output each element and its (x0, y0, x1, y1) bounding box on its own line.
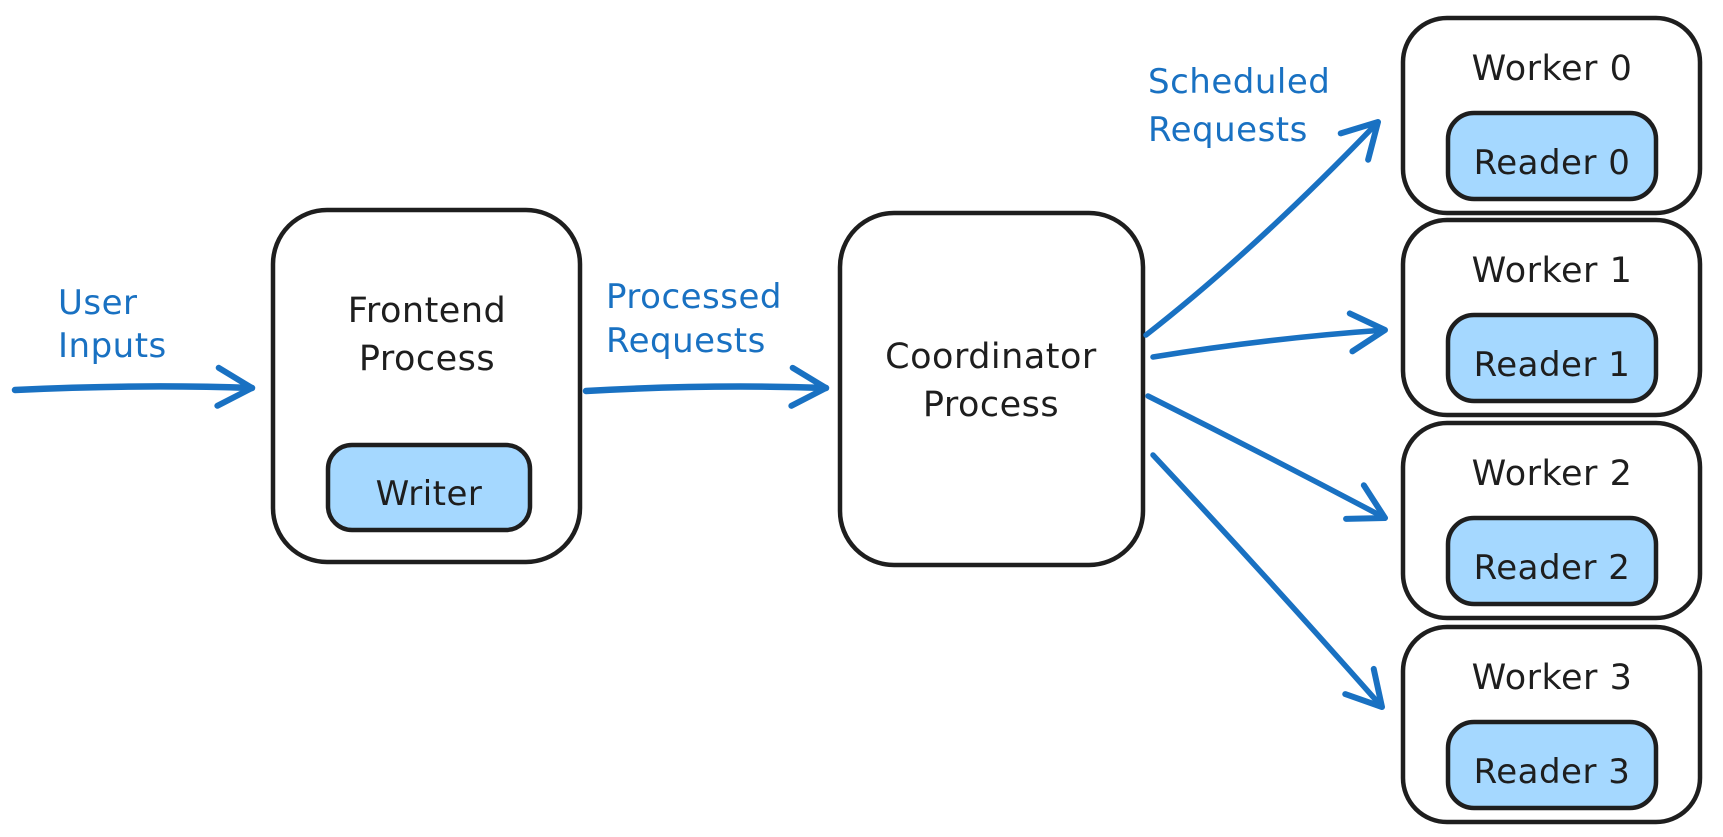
writer-box (325, 442, 533, 533)
frontend-process-node: Frontend Process Writer (270, 207, 583, 565)
reader-0-label: Reader 0 (1474, 143, 1631, 183)
arrow-user-inputs (11, 364, 256, 409)
coordinator-process-box (837, 210, 1146, 568)
arrow-scheduled-worker-0 (1143, 119, 1381, 338)
worker-0-node: Worker 0 Reader 0 (1400, 15, 1703, 216)
frontend-process-title-line1: Frontend (348, 291, 506, 331)
worker-3-node: Worker 3 Reader 3 (1400, 624, 1703, 825)
scheduled-requests-label-line2: Requests (1148, 110, 1308, 150)
user-inputs-label-line2: Inputs (58, 326, 167, 366)
arrow-scheduled-worker-2 (1145, 393, 1388, 522)
coordinator-process-node: Coordinator Process (837, 210, 1146, 568)
scheduled-requests-label-line1: Scheduled (1148, 62, 1330, 102)
worker-2-node: Worker 2 Reader 2 (1400, 420, 1703, 621)
reader-0-box (1445, 110, 1659, 202)
reader-1-label: Reader 1 (1474, 345, 1631, 385)
writer-label: Writer (376, 474, 483, 514)
frontend-process-title-line2: Process (359, 339, 495, 379)
worker-1-node: Worker 1 Reader 1 (1400, 217, 1703, 418)
processed-requests-label-line1: Processed (606, 277, 782, 317)
worker-0-title: Worker 0 (1472, 49, 1633, 89)
worker-2-title: Worker 2 (1472, 454, 1633, 494)
coordinator-process-title-line1: Coordinator (885, 337, 1097, 377)
user-inputs-label-line1: User (58, 283, 138, 323)
reader-3-label: Reader 3 (1474, 752, 1631, 792)
arrow-scheduled-worker-3 (1150, 452, 1385, 710)
reader-2-label: Reader 2 (1474, 548, 1631, 588)
processed-requests-label-line2: Requests (606, 321, 766, 361)
arrow-scheduled-worker-1 (1150, 310, 1388, 360)
reader-2-box (1445, 515, 1659, 607)
reader-1-box (1445, 312, 1659, 404)
worker-1-title: Worker 1 (1472, 251, 1633, 291)
arrow-processed-requests (582, 364, 830, 409)
coordinator-process-title-line2: Process (923, 385, 1059, 425)
worker-3-title: Worker 3 (1472, 658, 1633, 698)
reader-3-box (1445, 719, 1659, 811)
